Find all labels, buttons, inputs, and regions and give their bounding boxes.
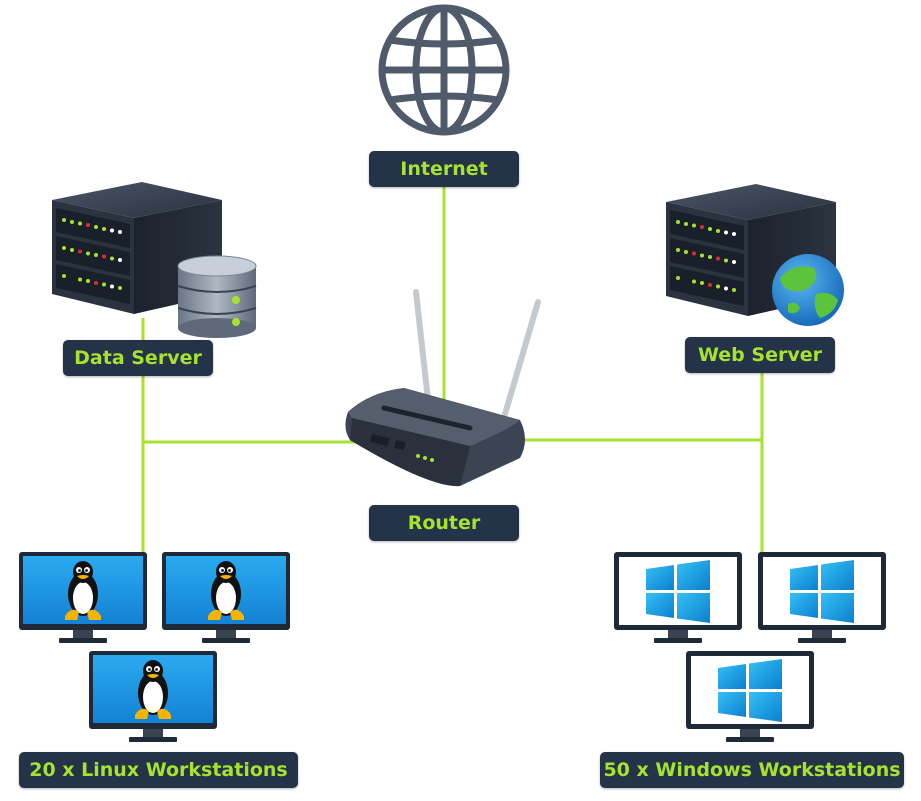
database-icon [177, 255, 257, 338]
network-links [141, 186, 764, 552]
windows-monitor-icon [686, 651, 814, 742]
router-icon [345, 289, 541, 487]
windows-monitor-icon [758, 552, 886, 643]
windows-monitor-icon [614, 552, 742, 643]
linux-workstations-label: 20 x Linux Workstations [19, 752, 298, 788]
internet-label: Internet [369, 151, 519, 187]
web-server-label: Web Server [685, 337, 835, 373]
windows-workstations [614, 552, 886, 742]
linux-monitor-icon [162, 552, 290, 643]
earth-icon [772, 254, 844, 326]
linux-monitor-icon [19, 552, 147, 643]
windows-workstations-label: 50 x Windows Workstations [600, 752, 904, 788]
linux-workstations [19, 552, 290, 742]
server-globe-icon [666, 184, 844, 326]
globe-icon [378, 4, 510, 136]
linux-monitor-icon [89, 651, 217, 742]
server-database-icon [52, 182, 257, 338]
data-server-label: Data Server [63, 340, 213, 376]
router-label: Router [369, 505, 519, 541]
